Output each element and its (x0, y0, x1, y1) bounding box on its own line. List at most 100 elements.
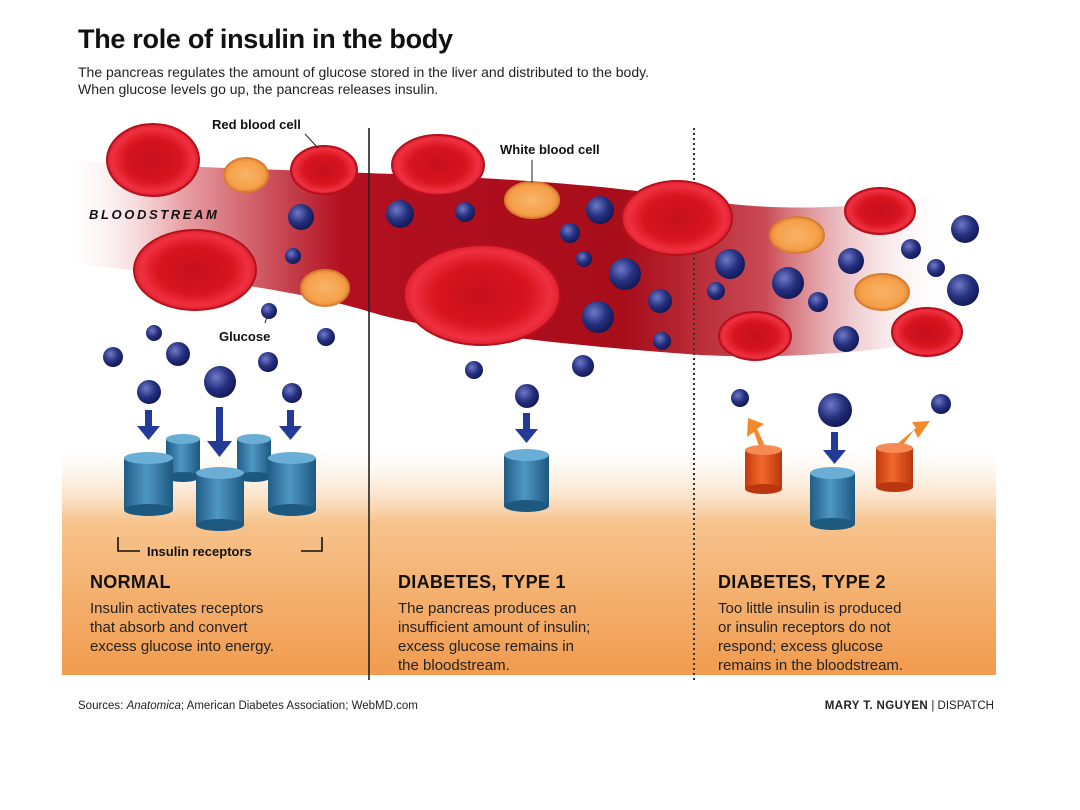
glucose-molecule (288, 204, 314, 230)
receptors-bracket (117, 537, 323, 552)
panel-type1: DIABETES, TYPE 1 The pancreas produces a… (398, 572, 688, 675)
panel-line: insufficient amount of insulin; (398, 619, 591, 636)
red-blood-cells (106, 123, 963, 361)
panel-description: Too little insulin is produced or insuli… (718, 599, 1008, 675)
panel-normal: NORMAL Insulin activates receptors that … (90, 572, 380, 656)
panel-line: that absorb and convert (90, 619, 248, 636)
receptor (237, 434, 271, 482)
glucose-molecule (582, 301, 614, 333)
credit-org: DISPATCH (937, 700, 994, 712)
glucose-molecule (455, 202, 475, 222)
glucose-molecule (317, 328, 335, 346)
label-glucose: Glucose (219, 329, 270, 344)
glucose-molecule (731, 389, 749, 407)
red-blood-cell (891, 307, 963, 357)
glucose-molecules (103, 196, 979, 427)
glucose-molecule (282, 383, 302, 403)
panel-line: The pancreas produces an (398, 600, 577, 617)
glucose-molecule (947, 274, 979, 306)
glucose-molecule (772, 267, 804, 299)
red-blood-cell (844, 187, 916, 235)
glucose-molecule (146, 325, 162, 341)
sources-line: Sources: Anatomica; American Diabetes As… (78, 700, 418, 712)
glucose-molecule (285, 248, 301, 264)
insulin-receptors (124, 434, 913, 531)
glucose-molecule (576, 251, 592, 267)
subtitle: The pancreas regulates the amount of glu… (78, 64, 978, 98)
glucose-molecule (808, 292, 828, 312)
down-arrow (279, 410, 302, 440)
panel-line: respond; excess glucose (718, 638, 884, 655)
credit-name: MARY T. NGUYEN (824, 700, 929, 712)
glucose-molecule (951, 215, 979, 243)
red-blood-cell (621, 180, 733, 256)
white-blood-cell (504, 181, 560, 219)
receptor-unresponsive (745, 445, 782, 494)
red-blood-cell (718, 311, 792, 361)
glucose-molecule (707, 282, 725, 300)
panel-line: remains in the bloodstream. (718, 657, 904, 674)
receptor (810, 467, 855, 530)
glucose-molecule (103, 347, 123, 367)
white-blood-cell (223, 157, 269, 193)
glucose-molecule (818, 393, 852, 427)
sources-prefix: Sources: (78, 700, 127, 712)
glucose-molecule (586, 196, 614, 224)
panel-line: Insulin activates receptors (90, 600, 264, 617)
panel-description: The pancreas produces an insufficient am… (398, 599, 688, 675)
glucose-molecule (166, 342, 190, 366)
red-blood-cell (403, 244, 561, 346)
glucose-molecule (386, 200, 414, 228)
down-arrow (515, 413, 538, 443)
glucose-molecule (261, 303, 277, 319)
subtitle-line: When glucose levels go up, the pancreas … (78, 81, 439, 97)
glucose-molecule (833, 326, 859, 352)
glucose-molecule (927, 259, 945, 277)
panel-type2: DIABETES, TYPE 2 Too little insulin is p… (718, 572, 1008, 675)
credit-line: MARY T. NGUYEN | DISPATCH (825, 700, 994, 712)
glucose-molecule (515, 384, 539, 408)
white-blood-cell (300, 269, 350, 307)
red-blood-cell (290, 145, 358, 195)
panel-heading: DIABETES, TYPE 2 (718, 572, 886, 592)
red-cell-leader (304, 133, 319, 149)
label-red-blood-cell: Red blood cell (212, 117, 301, 132)
glucose-molecule (931, 394, 951, 414)
red-blood-cell (106, 123, 200, 197)
sources-rest: ; American Diabetes Association; WebMD.c… (180, 700, 418, 712)
glucose-molecule (648, 289, 672, 313)
down-arrow (137, 410, 160, 440)
glucose-molecule (715, 249, 745, 279)
glucose-molecule (572, 355, 594, 377)
label-insulin-receptors: Insulin receptors (147, 544, 252, 559)
receptor (124, 452, 173, 516)
page-title: The role of insulin in the body (78, 24, 453, 54)
panel-heading: NORMAL (90, 572, 171, 592)
panel-line: or insulin receptors do not (718, 619, 891, 636)
white-blood-cell (769, 216, 825, 254)
panel-line: Too little insulin is produced (718, 600, 902, 617)
panel-line: the bloodstream. (398, 657, 510, 674)
glucose-molecule (137, 380, 161, 404)
glucose-molecule (653, 332, 671, 350)
label-bloodstream: BLOODSTREAM (89, 207, 219, 222)
down-arrow (207, 407, 232, 457)
panel-line: excess glucose remains in (398, 638, 574, 655)
glucose-molecule (901, 239, 921, 259)
glucose-molecule (204, 366, 236, 398)
receptor (268, 452, 316, 516)
white-blood-cells (223, 157, 910, 311)
sources-italic: Anatomica (126, 700, 181, 712)
glucose-molecule (465, 361, 483, 379)
glucose-molecule (258, 352, 278, 372)
down-arrow (823, 432, 846, 464)
credit-separator: | (928, 700, 938, 712)
panel-description: Insulin activates receptors that absorb … (90, 599, 380, 656)
red-blood-cell (133, 229, 257, 311)
panel-line: excess glucose into energy. (90, 638, 274, 655)
panel-heading: DIABETES, TYPE 1 (398, 572, 566, 592)
receptor (196, 467, 244, 531)
label-white-blood-cell: White blood cell (500, 142, 600, 157)
glucose-molecule (838, 248, 864, 274)
